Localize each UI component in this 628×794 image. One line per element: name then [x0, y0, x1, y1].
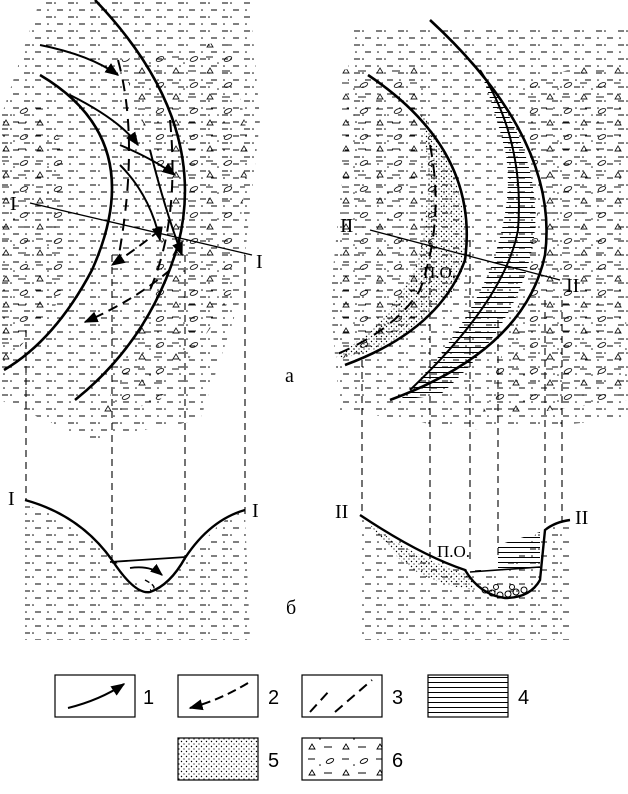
point-bar-label-section: П.О. [437, 542, 470, 561]
cross-section-i: I I [8, 488, 259, 640]
right-projection-lines [361, 240, 563, 562]
left-plan-flow-arrows [39, 44, 183, 257]
left-plan-sediment [0, 0, 260, 440]
svg-text:5: 5 [268, 750, 279, 772]
cross-section-ii: II II П.О. [335, 501, 588, 640]
legend-item-5: 5 [177, 737, 279, 781]
right-plan-sediment [330, 30, 628, 430]
panel-a-label: а [285, 365, 294, 387]
channel-gravel-lag [481, 584, 528, 599]
section-line-i [29, 202, 253, 256]
section-label-i-left: I [10, 193, 17, 215]
left-plan-return-arrows [83, 229, 171, 323]
section-label-ii-right: II [566, 275, 579, 297]
svg-text:6: 6 [392, 750, 403, 772]
legend-item-1: 1 [54, 674, 154, 718]
right-plan-hatched-zone [400, 70, 536, 400]
legend-item-6: 6 [301, 737, 403, 781]
legend: 1 2 3 4 5 6 [54, 674, 529, 781]
svg-text:3: 3 [392, 687, 403, 709]
panel-b-label: б [286, 597, 296, 619]
cross-label-i-left: I [8, 488, 15, 510]
right-plan-banks [344, 19, 548, 402]
right-plan-point-bar-dots [335, 110, 465, 358]
cross-label-ii-right: II [575, 507, 588, 529]
cross-label-ii-left: II [335, 501, 348, 523]
left-projection-lines [25, 255, 246, 565]
legend-item-2: 2 [177, 674, 279, 718]
legend-item-3: 3 [301, 674, 403, 718]
legend-item-4: 4 [427, 674, 529, 718]
svg-text:4: 4 [518, 687, 529, 709]
section-label-i-right: I [256, 251, 263, 273]
cross-label-i-right: I [252, 500, 259, 522]
svg-text:1: 1 [143, 687, 154, 709]
section-label-ii-left: II [340, 215, 353, 237]
section-line-ii [369, 229, 561, 281]
point-bar-label-plan: П.О. [423, 263, 456, 282]
svg-text:2: 2 [268, 687, 279, 709]
right-plan-old-bank-dashed [334, 144, 437, 356]
